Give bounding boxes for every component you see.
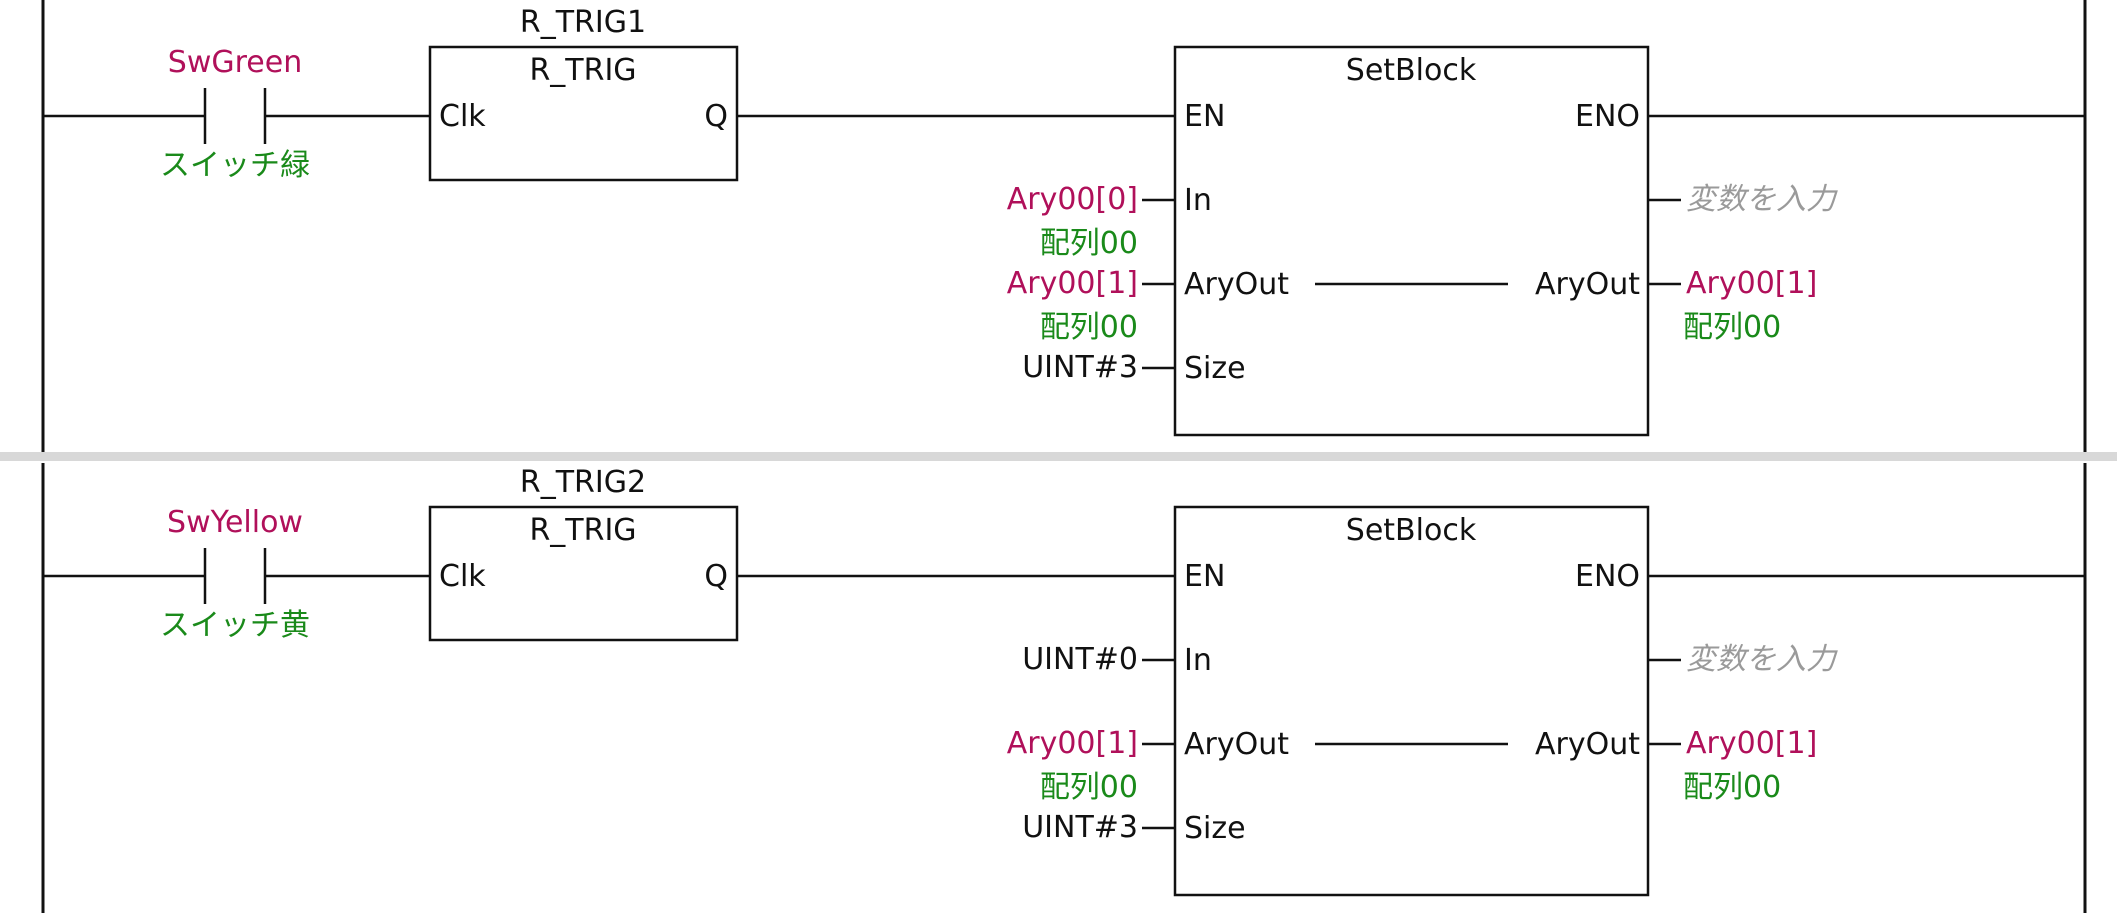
rtrig-block[interactable]: R_TRIG1 R_TRIG Clk Q bbox=[428, 5, 739, 182]
rung-1[interactable]: SwGreen スイッチ緑 R_TRIG1 R_TRIG Clk Q SetBl… bbox=[43, 5, 2085, 437]
aryout-argument[interactable]: Ary00[1] bbox=[1007, 266, 1138, 301]
aryout-argument[interactable]: Ary00[1] bbox=[1007, 726, 1138, 761]
rtrig-box bbox=[428, 45, 739, 182]
setblock-in-pin: In bbox=[1184, 183, 1212, 218]
rtrig-box bbox=[428, 505, 739, 642]
rtrig-q-pin: Q bbox=[704, 559, 728, 594]
setblock-box bbox=[1173, 45, 1650, 437]
rtrig-instance-name[interactable]: R_TRIG2 bbox=[520, 465, 646, 500]
setblock-box bbox=[1173, 505, 1650, 897]
size-argument[interactable]: UINT#3 bbox=[1022, 350, 1138, 385]
contact-variable[interactable]: SwGreen bbox=[168, 45, 302, 80]
setblock-size-pin: Size bbox=[1184, 811, 1246, 846]
setblock-type: SetBlock bbox=[1346, 513, 1477, 548]
setblock-size-pin: Size bbox=[1184, 351, 1246, 386]
eno-output-placeholder[interactable]: 変数を入力 bbox=[1686, 642, 1838, 677]
contact-swgreen[interactable]: SwGreen スイッチ緑 bbox=[160, 45, 310, 183]
contact-swyellow[interactable]: SwYellow スイッチ黄 bbox=[160, 505, 310, 643]
rung-2[interactable]: SwYellow スイッチ黄 R_TRIG2 R_TRIG Clk Q SetB… bbox=[43, 465, 2085, 897]
setblock-block[interactable]: SetBlock EN ENO In AryOut AryOut Size bbox=[1173, 505, 1650, 897]
aryout-argument-comment: 配列00 bbox=[1040, 310, 1138, 345]
setblock-en-pin: EN bbox=[1184, 559, 1225, 594]
rtrig-clk-pin: Clk bbox=[439, 99, 486, 134]
contact-comment: スイッチ黄 bbox=[160, 608, 310, 643]
in-argument[interactable]: Ary00[0] bbox=[1007, 182, 1138, 217]
setblock-eno-pin: ENO bbox=[1575, 559, 1640, 594]
rtrig-block[interactable]: R_TRIG2 R_TRIG Clk Q bbox=[428, 465, 739, 642]
setblock-eno-pin: ENO bbox=[1575, 99, 1640, 134]
setblock-aryout-out-pin: AryOut bbox=[1535, 727, 1640, 762]
rung-separator bbox=[0, 452, 2117, 461]
in-argument[interactable]: UINT#0 bbox=[1022, 642, 1138, 677]
setblock-aryout-in-pin: AryOut bbox=[1184, 727, 1289, 762]
setblock-block[interactable]: SetBlock EN ENO In AryOut AryOut Size bbox=[1173, 45, 1650, 437]
setblock-aryout-out-pin: AryOut bbox=[1535, 267, 1640, 302]
rtrig-instance-name[interactable]: R_TRIG1 bbox=[520, 5, 646, 40]
setblock-en-pin: EN bbox=[1184, 99, 1225, 134]
contact-variable[interactable]: SwYellow bbox=[167, 505, 303, 540]
eno-output-placeholder[interactable]: 変数を入力 bbox=[1686, 182, 1838, 217]
rtrig-clk-pin: Clk bbox=[439, 559, 486, 594]
rtrig-q-pin: Q bbox=[704, 99, 728, 134]
in-argument-comment: 配列00 bbox=[1040, 226, 1138, 261]
setblock-aryout-in-pin: AryOut bbox=[1184, 267, 1289, 302]
setblock-type: SetBlock bbox=[1346, 53, 1477, 88]
aryout-output-comment: 配列00 bbox=[1683, 770, 1781, 805]
aryout-argument-comment: 配列00 bbox=[1040, 770, 1138, 805]
rtrig-type: R_TRIG bbox=[529, 53, 636, 88]
contact-comment: スイッチ緑 bbox=[160, 148, 310, 183]
setblock-in-pin: In bbox=[1184, 643, 1212, 678]
size-argument[interactable]: UINT#3 bbox=[1022, 810, 1138, 845]
aryout-output[interactable]: Ary00[1] bbox=[1686, 726, 1817, 761]
aryout-output[interactable]: Ary00[1] bbox=[1686, 266, 1817, 301]
aryout-output-comment: 配列00 bbox=[1683, 310, 1781, 345]
rtrig-type: R_TRIG bbox=[529, 513, 636, 548]
